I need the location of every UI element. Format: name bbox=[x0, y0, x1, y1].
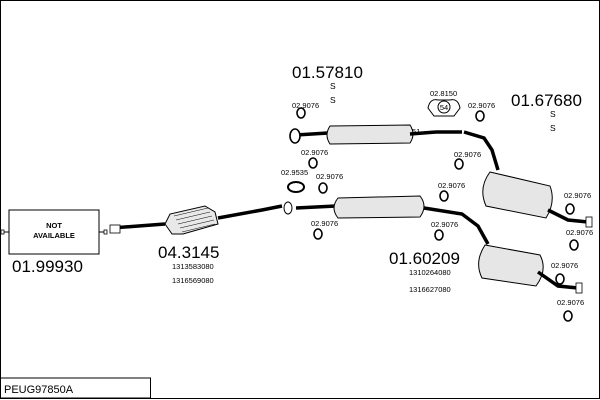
gasket-ring bbox=[287, 181, 305, 193]
hanger-label: 02.8150 bbox=[430, 89, 457, 98]
front-silencer-mark-2: S bbox=[330, 95, 336, 105]
center-ref-1: 1310264080 bbox=[409, 268, 451, 277]
rear-silencer bbox=[463, 130, 593, 228]
not-available-line2: AVAILABLE bbox=[33, 231, 75, 240]
clamp-label: 02.9076 bbox=[292, 101, 319, 110]
not-available-part: NOT AVAILABLE 01.99930 bbox=[0, 209, 108, 276]
rear-inlet-pipe bbox=[463, 130, 500, 171]
rear-silencer-mark-1: S bbox=[550, 109, 556, 119]
left-tail-tip bbox=[575, 282, 583, 294]
part-number-01-99930: 01.99930 bbox=[12, 257, 83, 276]
center-outlet-pipe bbox=[423, 206, 490, 245]
clamp-ring bbox=[565, 203, 575, 215]
catalytic-converter bbox=[109, 201, 293, 235]
clamp-label: 02.9076 bbox=[438, 181, 465, 190]
left-tail-silencer bbox=[478, 244, 544, 287]
cat-outlet-pipe bbox=[217, 204, 283, 220]
rear-tail-pipe bbox=[547, 208, 589, 224]
front-outlet-pipe bbox=[409, 130, 437, 136]
front-silencer-body bbox=[326, 124, 414, 145]
hanger-badge-circle bbox=[437, 100, 451, 114]
na-right-end bbox=[103, 229, 108, 235]
na-left-end bbox=[0, 229, 5, 235]
not-available-line1: NOT bbox=[46, 221, 62, 230]
front-inlet-pipe bbox=[295, 131, 329, 137]
cat-ref-2: 1316569080 bbox=[172, 276, 214, 285]
clamp-ring bbox=[313, 228, 323, 240]
clamp-ring bbox=[475, 110, 485, 122]
part-number-01-60209: 01.60209 bbox=[389, 249, 460, 268]
rear-silencer-body bbox=[482, 171, 553, 219]
clamp-ring bbox=[296, 107, 306, 119]
clamp-label: 02.9076 bbox=[564, 191, 591, 200]
clamp-ring bbox=[308, 157, 318, 169]
clamp-ring bbox=[555, 273, 565, 285]
center-ref-2: 1316627080 bbox=[409, 285, 451, 294]
clamp-ring bbox=[569, 239, 579, 251]
pipe-diameter-label: 51 bbox=[412, 127, 420, 136]
hanger-badge: 54 bbox=[440, 103, 448, 112]
clamp-ring bbox=[454, 158, 464, 170]
gasket-label: 02.9535 bbox=[281, 168, 308, 177]
clamp-ring bbox=[434, 229, 444, 241]
center-inlet-pipe bbox=[295, 204, 337, 210]
clamp-ring bbox=[439, 190, 449, 202]
center-silencer bbox=[295, 195, 583, 294]
hanger-02-8150 bbox=[427, 99, 461, 117]
product-code: PEUG97850A bbox=[4, 384, 74, 396]
clamps bbox=[289, 107, 579, 322]
left-tail-pipe bbox=[536, 270, 579, 290]
rear-silencer-mark-2: S bbox=[550, 123, 556, 133]
rear-tail-tip bbox=[585, 216, 593, 228]
clamp-label: 02.9076 bbox=[566, 228, 593, 237]
cat-ref-1: 1313583080 bbox=[172, 262, 214, 271]
clamp-label: 02.9076 bbox=[454, 150, 481, 159]
clamp-label: 02.9076 bbox=[557, 298, 584, 307]
clamp-label: 02.9076 bbox=[551, 261, 578, 270]
clamp-label: 02.9076 bbox=[431, 220, 458, 229]
clamp-ring bbox=[318, 182, 328, 194]
cat-ribs bbox=[173, 207, 216, 233]
clamp-ring bbox=[289, 128, 301, 144]
product-code-box bbox=[0, 377, 151, 399]
part-number-01-67680: 01.67680 bbox=[511, 91, 582, 110]
clamp-label: 02.9076 bbox=[316, 172, 343, 181]
clamp-ring bbox=[563, 310, 573, 322]
clamp-label: 02.9076 bbox=[301, 148, 328, 157]
not-available-box bbox=[8, 209, 100, 255]
cat-flange bbox=[109, 224, 121, 234]
part-number-04-3145: 04.3145 bbox=[158, 243, 219, 262]
front-silencer-mark-1: S bbox=[330, 81, 336, 91]
cat-inlet-pipe bbox=[111, 222, 166, 230]
clamp-label: 02.9076 bbox=[468, 101, 495, 110]
clamp-label: 02.9076 bbox=[311, 219, 338, 228]
center-silencer-body bbox=[333, 195, 425, 219]
part-number-01-57810: 01.57810 bbox=[292, 63, 363, 82]
cat-outlet-flange bbox=[283, 201, 293, 215]
front-silencer bbox=[295, 124, 462, 145]
